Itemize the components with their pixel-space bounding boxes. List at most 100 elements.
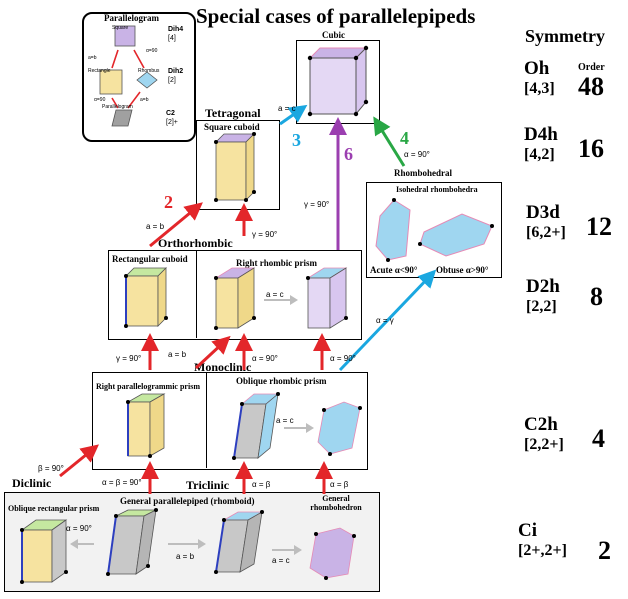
square-cuboid-figure	[214, 132, 256, 202]
orthorhombic-label: Orthorhombic	[158, 236, 233, 250]
oblique-rhombic-2	[317, 401, 361, 455]
inset-c2-cox: [2]+	[166, 119, 178, 126]
general-label: General parallelepiped (rhomboid)	[120, 496, 255, 506]
diclinic-label: Diclinic	[12, 476, 52, 490]
inset-rhombus-label: Rhombus	[138, 68, 160, 74]
vertex-dot	[214, 276, 218, 280]
rect-cuboid-label: Rectangular cuboid	[112, 254, 188, 264]
vertex-dot	[418, 242, 422, 246]
vertex-dot	[124, 274, 128, 278]
vertex-dot	[124, 324, 128, 328]
vertex-dot	[114, 514, 118, 518]
group-coxeter: [2,2+]	[524, 436, 564, 453]
cubic-label: Cubic	[322, 30, 346, 40]
rhomboid-side	[239, 511, 263, 573]
group-order: 8	[590, 282, 603, 311]
cuboid-front-face	[215, 141, 247, 201]
edge-beta90: β = 90°	[38, 464, 64, 473]
group-coxeter: [4,2]	[524, 146, 555, 163]
vertex-dot	[392, 198, 396, 202]
vertex-dot	[314, 532, 318, 536]
edge-alpha90-triclinic: α = 90°	[66, 524, 92, 533]
inset-a-eq-b-left: a=b	[88, 55, 97, 61]
inset-dih4: Dih4	[168, 26, 184, 33]
vertex-dot	[148, 454, 152, 458]
parallelogram-inset	[82, 12, 196, 142]
edge-alpha90-mono-2: α = 90°	[330, 354, 356, 363]
edge-a-eq-c-mono: a = c	[276, 416, 294, 425]
inset-parallelogram-label: Parallelogram	[102, 104, 133, 110]
edge-a-eq-c-ortho: a = c	[266, 290, 284, 299]
inset-alpha90-left: α=90	[94, 97, 106, 103]
oblique-rect-label: Oblique rectangular prism	[8, 504, 100, 513]
symmetry-group-oh: Oh [4,3]	[524, 58, 555, 98]
vertex-dot	[214, 570, 218, 574]
vertex-dot	[222, 518, 226, 522]
group-name: Oh	[524, 58, 550, 79]
vertex-dot	[64, 570, 68, 574]
cubic-figure	[307, 45, 369, 117]
oblique-rhombic-side	[257, 393, 279, 459]
vertex-dot	[252, 190, 256, 194]
arrow-number-4: 4	[400, 128, 409, 148]
parallelogram-shape	[111, 109, 133, 127]
general-rhombohedron	[309, 527, 355, 579]
edge-alpha-eq-beta-2: α = β	[330, 480, 349, 489]
edge-a-eq-b-2: a = b	[146, 222, 165, 231]
vertex-dot	[106, 572, 110, 576]
arrow-tetra-to-cubic	[279, 104, 308, 126]
group-coxeter: [2+,2+]	[518, 542, 567, 559]
vertex-dot	[214, 326, 218, 330]
vertex-dot	[214, 198, 218, 202]
group-name: D3d	[526, 202, 560, 223]
right-rhombic-label: Right rhombic prism	[236, 258, 317, 268]
right-para-label: Right parallelogrammic prism	[96, 382, 200, 391]
vertex-dot	[324, 576, 328, 580]
arrow-head	[294, 545, 302, 555]
square-shape	[114, 25, 136, 47]
arrow-para-to-rect	[111, 97, 119, 109]
right-para-side	[149, 393, 165, 457]
arrow-ortho-to-tetra	[149, 202, 203, 248]
vertex-dot	[146, 564, 150, 568]
group-order: 4	[592, 424, 605, 453]
symmetry-group-ci: Ci [2+,2+]	[518, 520, 567, 560]
vertex-dot	[352, 534, 356, 538]
vertex-dot	[386, 258, 390, 262]
triclinic-figures	[20, 508, 356, 584]
monoclinic-node	[92, 372, 368, 470]
monoclinic-divider	[92, 372, 207, 468]
arrow-head	[70, 539, 78, 549]
vertex-dot	[20, 528, 24, 532]
inset-rectangle-label: Rectangle	[88, 68, 111, 74]
vertex-dot	[307, 111, 313, 117]
group-order: 12	[586, 212, 612, 241]
arrow-number-6: 6	[344, 144, 353, 164]
parallelogram-inset-diagram	[99, 25, 158, 127]
vertex-dot	[358, 406, 362, 410]
inset-c2: C2	[166, 110, 175, 117]
edge-gamma90-top: γ = 90°	[252, 230, 278, 239]
edge-alpha-eq-gamma: α = γ	[376, 316, 394, 325]
inset-title: Parallelogram	[104, 13, 159, 23]
vertex-dot	[276, 392, 280, 396]
symmetry-group-c2h: C2h [2,2+]	[524, 414, 564, 454]
vertex-dot	[240, 402, 244, 406]
arrow-diclinic-to-rightpara	[59, 444, 99, 478]
arrow-para-to-rhombus	[127, 91, 141, 109]
vertex-dot	[164, 316, 168, 320]
edge-blue	[215, 519, 225, 573]
inset-dih4-cox: [4]	[168, 35, 176, 42]
vertex-dot	[363, 45, 369, 51]
page-title: Special cases of parallelepipeds	[196, 4, 476, 28]
edge-blue	[233, 403, 243, 459]
vertex-dot	[126, 400, 130, 404]
vertex-dot	[344, 316, 348, 320]
rect-cuboid-front	[125, 275, 159, 327]
tetragonal-label: Tetragonal	[205, 106, 261, 120]
edge-alpha90-4: α = 90°	[404, 150, 430, 159]
inset-alpha90-right: α=90	[146, 48, 158, 54]
orthorhombic-figures	[124, 267, 348, 330]
rhombohedra-figure	[375, 198, 494, 262]
vertex-dot	[154, 508, 158, 512]
